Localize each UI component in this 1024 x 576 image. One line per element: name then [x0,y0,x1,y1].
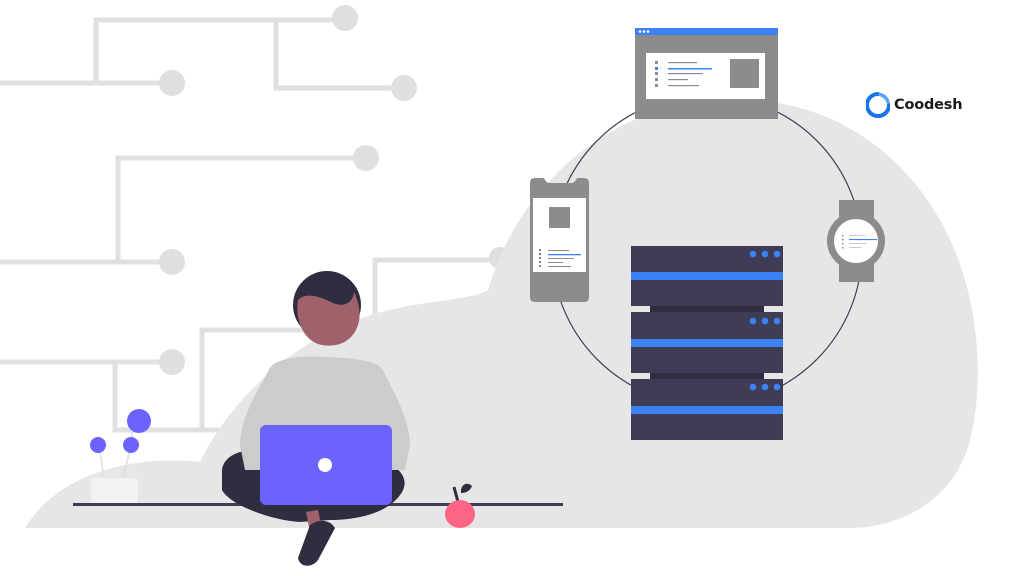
smartphone-icon [530,178,589,302]
apple-icon [445,483,475,528]
brand-name: Coodesh [894,97,963,113]
person-figure [222,271,410,566]
brand-logo: Coodesh [866,92,963,118]
circuit-lines [0,17,500,433]
plant-icon [90,409,151,503]
coodesh-ring-logo-icon [866,92,890,118]
cloud-shape [25,99,978,528]
browser-window-icon [635,28,778,119]
server-rack-icon [631,246,783,440]
circuit-nodes [159,5,511,443]
smartwatch-icon [827,200,885,282]
